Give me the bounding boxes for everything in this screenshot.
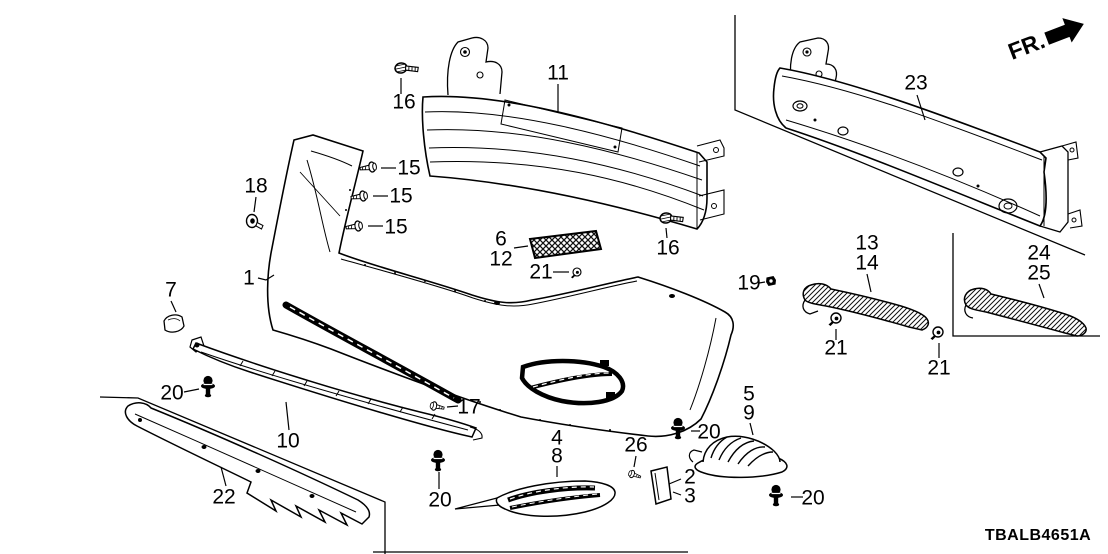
screw-icon xyxy=(827,312,842,327)
callout-24: 24 xyxy=(1027,241,1051,265)
callout-26: 26 xyxy=(624,433,648,457)
side-spacer-right-drawing xyxy=(963,287,1087,337)
callout-17: 17 xyxy=(457,395,481,419)
callout-16: 16 xyxy=(392,90,416,114)
separator-lines xyxy=(99,15,1100,554)
callout-9: 9 xyxy=(743,401,755,425)
callout-15: 15 xyxy=(384,215,408,239)
screw-icon xyxy=(344,219,364,234)
nut-icon xyxy=(766,276,776,286)
screw-icon xyxy=(627,468,643,482)
callout-20: 20 xyxy=(801,486,825,510)
fr-label: FR. xyxy=(1004,27,1048,65)
towhook-cover-drawing xyxy=(163,314,185,333)
lower-garnish-drawing xyxy=(189,336,483,441)
screw-icon xyxy=(428,400,446,413)
clip-icon xyxy=(200,375,216,398)
splash-guard-drawing xyxy=(688,435,788,479)
diffuser-garnish-drawing xyxy=(124,402,371,527)
clip-icon xyxy=(245,213,264,230)
screw-icon xyxy=(358,160,378,175)
screw-icon xyxy=(570,267,582,279)
callout-21: 21 xyxy=(927,356,951,380)
callout-15: 15 xyxy=(389,184,413,208)
callout-21: 21 xyxy=(529,260,553,284)
callout-19: 19 xyxy=(737,271,761,295)
fr-arrow-icon xyxy=(1044,18,1084,45)
callout-3: 3 xyxy=(684,484,696,508)
fr-direction-indicator: FR. xyxy=(1004,18,1084,65)
clip-icon xyxy=(430,449,446,472)
callout-10: 10 xyxy=(276,429,300,453)
callout-23: 23 xyxy=(904,71,928,95)
foglight-garnish-drawing xyxy=(454,480,616,518)
callout-25: 25 xyxy=(1027,261,1051,285)
callout-7: 7 xyxy=(165,278,177,302)
beam-reinforcement-drawing xyxy=(772,37,1083,233)
callout-21: 21 xyxy=(824,336,848,360)
callout-2: 2 xyxy=(684,465,696,489)
leader-lines xyxy=(170,78,1045,498)
mesh-bracket-drawing xyxy=(528,229,603,260)
callout-20: 20 xyxy=(428,488,452,512)
callout-13: 13 xyxy=(855,231,879,255)
side-spacer-left-drawing xyxy=(802,282,930,331)
screw-icon xyxy=(929,326,944,341)
callout-18: 18 xyxy=(244,174,268,198)
callout-11: 11 xyxy=(547,61,569,85)
callout-22: 22 xyxy=(212,485,236,509)
bumper-beam-drawing xyxy=(421,36,725,230)
callout-20: 20 xyxy=(160,381,184,405)
callout-6: 6 xyxy=(495,227,507,251)
callout-8: 8 xyxy=(551,444,563,468)
callout-16: 16 xyxy=(656,236,680,260)
callout-1: 1 xyxy=(243,266,255,290)
callout-14: 14 xyxy=(855,251,879,275)
callout-4: 4 xyxy=(551,426,563,450)
diagram-code: TBALB4651A xyxy=(984,527,1092,544)
callout-20: 20 xyxy=(697,420,721,444)
callout-12: 12 xyxy=(489,247,513,271)
callout-5: 5 xyxy=(743,382,755,406)
callout-15: 15 xyxy=(397,156,421,180)
reflector-drawing xyxy=(650,466,672,505)
clip-icon xyxy=(768,484,784,507)
bumper-face-drawing xyxy=(266,134,735,438)
bolt-icon xyxy=(393,58,420,77)
